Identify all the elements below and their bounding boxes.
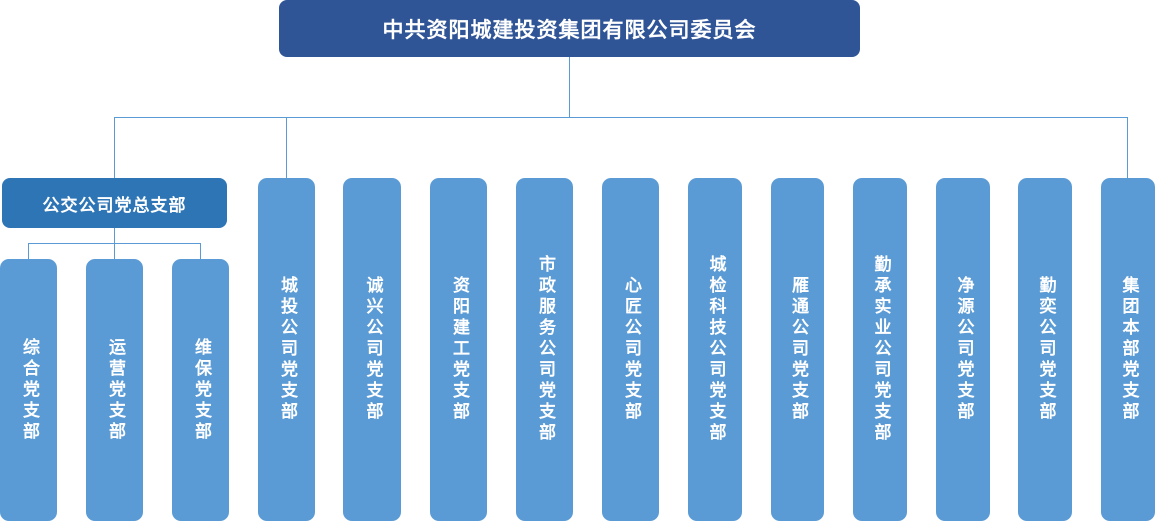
bus-child-node: 运营党支部: [86, 259, 143, 521]
branch-node: 资阳建工党支部: [430, 178, 487, 521]
branch-node: 净源公司党支部: [936, 178, 990, 521]
branch-node: 雁通公司党支部: [771, 178, 824, 521]
branch-node: 心匠公司党支部: [602, 178, 659, 521]
bus-child-node: 综合党支部: [0, 259, 57, 521]
branch-node: 城检科技公司党支部: [688, 178, 742, 521]
connector-line: [569, 57, 570, 118]
connector-line: [1127, 117, 1128, 178]
bus-branch-label: 公交公司党总支部: [42, 195, 187, 216]
branch-node: 城投公司党支部: [258, 178, 315, 521]
node-label: 雁通公司党支部: [788, 276, 808, 423]
branch-node: 诚兴公司党支部: [343, 178, 401, 521]
branch-node: 集团本部党支部: [1101, 178, 1155, 521]
connector-line: [286, 117, 287, 178]
node-label: 综合党支部: [19, 337, 39, 443]
connector-line: [200, 243, 201, 259]
branch-node: 市政服务公司党支部: [516, 178, 573, 521]
connector-line: [28, 243, 29, 259]
bus-branch-node: 公交公司党总支部: [2, 178, 227, 228]
node-label: 运营党支部: [105, 337, 125, 443]
node-label: 集团本部党支部: [1118, 276, 1139, 423]
connector-line: [28, 243, 201, 244]
node-label: 城投公司党支部: [277, 276, 297, 423]
bus-child-node: 维保党支部: [172, 259, 229, 521]
connector-line: [114, 117, 115, 178]
node-label: 城检科技公司党支部: [705, 255, 726, 444]
root-node: 中共资阳城建投资集团有限公司委员会: [279, 0, 860, 57]
connector-line: [114, 117, 1128, 118]
root-label: 中共资阳城建投资集团有限公司委员会: [382, 17, 757, 42]
node-label: 维保党支部: [191, 337, 211, 443]
node-label: 净源公司党支部: [953, 276, 974, 423]
node-label: 勤奕公司党支部: [1035, 276, 1056, 423]
node-label: 勤承实业公司党支部: [870, 255, 891, 444]
node-label: 资阳建工党支部: [449, 276, 469, 423]
branch-node: 勤奕公司党支部: [1018, 178, 1072, 521]
branch-node: 勤承实业公司党支部: [853, 178, 907, 521]
node-label: 市政服务公司党支部: [535, 255, 555, 444]
node-label: 心匠公司党支部: [621, 276, 641, 423]
node-label: 诚兴公司党支部: [362, 276, 383, 423]
